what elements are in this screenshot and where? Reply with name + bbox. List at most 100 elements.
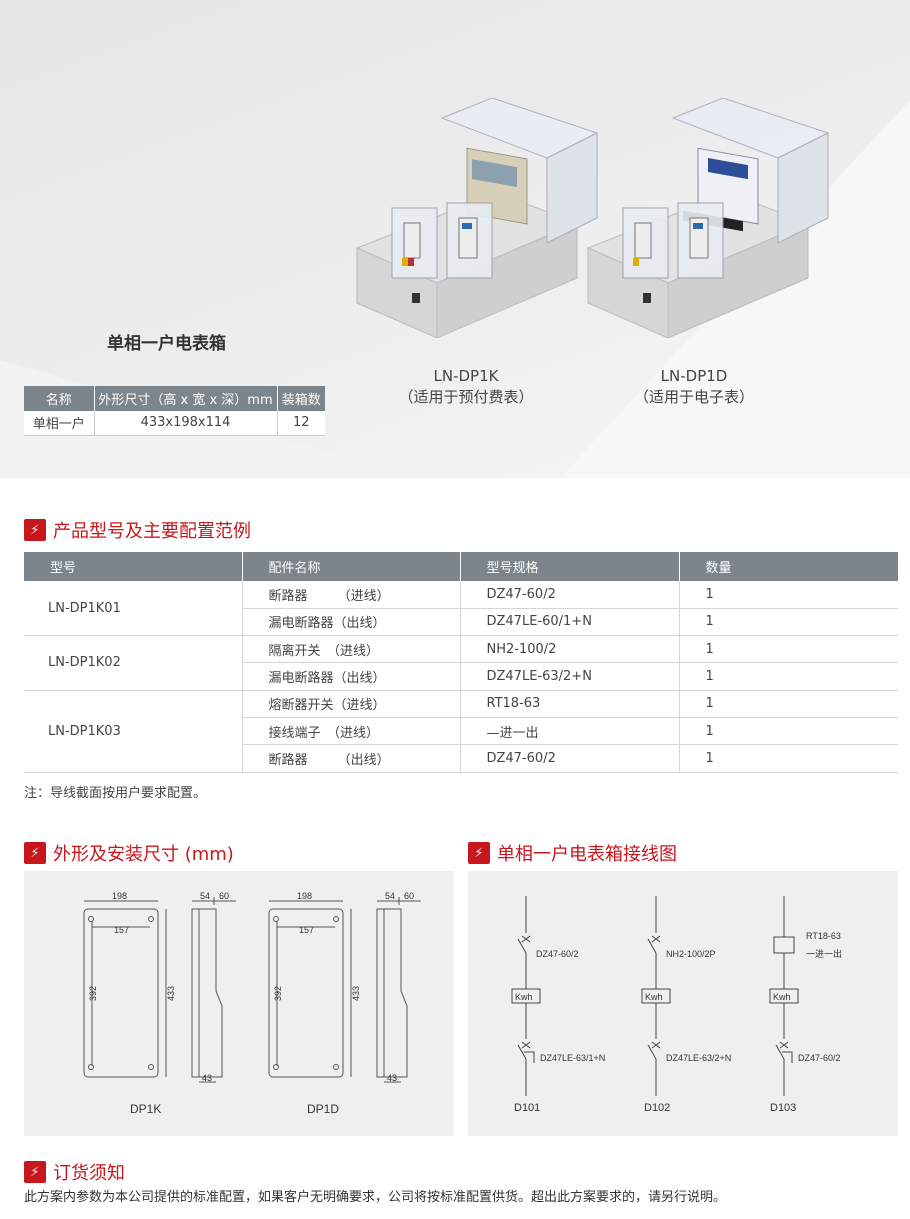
wiring-circuit-label: D102	[644, 1102, 670, 1114]
lightning-icon: ⚡	[24, 842, 46, 864]
wiring-top-label: RT18-63	[806, 931, 841, 941]
section-heading-dimensions: ⚡ 外形及安装尺寸 (mm)	[24, 840, 234, 866]
config-cell-spec: DZ47-60/2	[460, 744, 680, 773]
config-cell-spec: DZ47-60/2	[460, 581, 680, 609]
lightning-icon: ⚡	[24, 519, 46, 541]
section-title: 外形及安装尺寸 (mm)	[53, 844, 234, 865]
table-row: LN-DP1K02 隔离开关 （进线） NH2-100/2 1	[24, 635, 898, 691]
config-cell-qty: 1	[679, 635, 898, 664]
config-note: 注：导线截面按用户要求配置。	[24, 786, 207, 801]
order-notice-text: 此方案内参数为本公司提供的标准配置，如果客户无明确要求，公司将按标准配置供货。超…	[24, 1190, 727, 1205]
model-usage: （适用于电子表）	[633, 388, 754, 406]
config-cell-part: 断路器 （进线）	[242, 581, 461, 609]
dim-depth-a-label: 54	[200, 891, 210, 901]
model-label-dp1d: LN-DP1D （适用于电子表）	[594, 366, 794, 408]
section-heading-config: ⚡ 产品型号及主要配置范例	[24, 517, 251, 543]
table-row: LN-DP1K03 熔断器开关（进线） RT18-63 1	[24, 690, 898, 773]
config-cell-part: 熔断器开关（进线）	[242, 690, 461, 718]
config-cell-spec: NH2-100/2	[460, 635, 680, 664]
dim-depth-b-label: 60	[219, 891, 229, 901]
table-row: 断路器 （出线） DZ47-60/2 1	[24, 744, 898, 773]
hero-banner: 单相一户电表箱 名称 外形尺寸（高 x 宽 x 深）mm 装箱数 单相一户 43…	[0, 0, 910, 478]
section-title: 单相一户电表箱接线图	[497, 844, 677, 865]
spec-table-header: 名称 外形尺寸（高 x 宽 x 深）mm 装箱数	[24, 386, 325, 411]
wiring-bottom-label: DZ47LE-63/2+N	[666, 1053, 731, 1063]
wiring-diagram-panel: DZ47-60/2 Kwh DZ47LE-63/1+N D101 NH2-100…	[468, 871, 898, 1136]
wiring-top-label: NH2-100/2P	[666, 949, 716, 959]
wiring-top-label: DZ47-60/2	[536, 949, 579, 959]
table-row: LN-DP1K01 断路器 （进线） DZ47-60/2 1	[24, 581, 898, 637]
section-title: 产品型号及主要配置范例	[53, 521, 251, 542]
table-row: 漏电断路器（出线） DZ47LE-63/2+N 1	[24, 662, 898, 691]
dim-height-label: 433	[166, 986, 176, 1001]
model-label-dp1k: LN-DP1K （适用于预付费表）	[366, 366, 566, 408]
lightning-icon: ⚡	[24, 1161, 46, 1183]
spec-cell-size: 433x198x114	[94, 411, 278, 436]
section-heading-order: ⚡ 订货须知	[24, 1159, 125, 1185]
config-cell-qty: 1	[679, 717, 898, 746]
config-header-qty: 数量	[679, 552, 898, 581]
config-table: 型号 配件名称 型号规格 数量 LN-DP1K01 断路器 （进线） DZ47-…	[24, 552, 898, 773]
wiring-bottom-label: DZ47-60/2	[798, 1053, 841, 1063]
dim-hole-h-label: 392	[88, 986, 98, 1001]
config-cell-spec: —进一出	[460, 717, 680, 746]
config-cell-part: 漏电断路器（出线）	[242, 608, 461, 637]
config-cell-spec: RT18-63	[460, 690, 680, 718]
config-cell-part: 隔离开关 （进线）	[242, 635, 461, 664]
config-cell-qty: 1	[679, 608, 898, 637]
config-cell-spec: DZ47LE-63/2+N	[460, 662, 680, 691]
wiring-meter-label: Kwh	[515, 992, 533, 1002]
dimension-drawing: 198 157 392 433 54 60 43 198 157 392 433…	[83, 891, 421, 1116]
section-title: 订货须知	[53, 1163, 125, 1184]
config-cell-qty: 1	[679, 581, 898, 609]
lightning-icon: ⚡	[468, 842, 490, 864]
model-name: LN-DP1K	[433, 367, 499, 385]
config-cell-spec: DZ47LE-60/1+N	[460, 608, 680, 637]
dim-bottom-label: 43	[387, 1073, 397, 1083]
section-heading-wiring: ⚡ 单相一户电表箱接线图	[468, 840, 677, 866]
config-header-model: 型号	[24, 552, 243, 581]
spec-table: 名称 外形尺寸（高 x 宽 x 深）mm 装箱数 单相一户 433x198x11…	[24, 386, 325, 436]
dim-width-label: 198	[297, 891, 312, 901]
wiring-meter-label: Kwh	[645, 992, 663, 1002]
config-table-header: 型号 配件名称 型号规格 数量	[24, 552, 898, 581]
model-name: LN-DP1D	[660, 367, 728, 385]
config-cell-part: 漏电断路器（出线）	[242, 662, 461, 691]
config-header-spec: 型号规格	[460, 552, 680, 581]
wiring-circuit-label: D103	[770, 1102, 796, 1114]
spec-header-qty: 装箱数	[277, 386, 325, 411]
dim-hole-h-label: 392	[273, 986, 283, 1001]
config-cell-model: LN-DP1K03	[24, 690, 243, 773]
wiring-meter-label: Kwh	[773, 992, 791, 1002]
config-cell-part: 接线端子 （进线）	[242, 717, 461, 746]
config-cell-model: LN-DP1K01	[24, 581, 243, 637]
dimension-drawing-panel: 198 157 392 433 54 60 43 198 157 392 433…	[24, 871, 454, 1136]
spec-header-name: 名称	[24, 386, 95, 411]
dim-depth-a-label: 54	[385, 891, 395, 901]
dim-hole-w-label: 157	[114, 925, 129, 935]
product-image-dp1d	[586, 98, 830, 338]
spec-cell-qty: 12	[277, 411, 325, 436]
config-cell-part: 断路器 （出线）	[242, 744, 461, 773]
spec-header-size: 外形尺寸（高 x 宽 x 深）mm	[94, 386, 278, 411]
drawing-caption-dp1k: DP1K	[130, 1102, 161, 1116]
table-row: 单相一户 433x198x114 12	[24, 411, 325, 436]
config-header-part: 配件名称	[242, 552, 461, 581]
config-cell-model: LN-DP1K02	[24, 635, 243, 691]
config-cell-qty: 1	[679, 690, 898, 718]
wiring-bottom-label: DZ47LE-63/1+N	[540, 1053, 605, 1063]
spec-cell-name: 单相一户	[24, 411, 95, 436]
dim-depth-b-label: 60	[404, 891, 414, 901]
wiring-circuit-label: D101	[514, 1102, 540, 1114]
dim-bottom-label: 43	[202, 1073, 212, 1083]
dim-hole-w-label: 157	[299, 925, 314, 935]
model-usage: （适用于预付费表）	[398, 388, 534, 406]
product-title: 单相一户电表箱	[107, 334, 226, 354]
dim-width-label: 198	[112, 891, 127, 901]
table-row: 接线端子 （进线） —进一出 1	[24, 717, 898, 746]
table-row: 漏电断路器（出线） DZ47LE-60/1+N 1	[24, 608, 898, 637]
drawing-caption-dp1d: DP1D	[307, 1102, 339, 1116]
dim-height-label: 433	[351, 986, 361, 1001]
config-cell-qty: 1	[679, 744, 898, 773]
wiring-top-label-2: 一进一出	[806, 948, 842, 959]
